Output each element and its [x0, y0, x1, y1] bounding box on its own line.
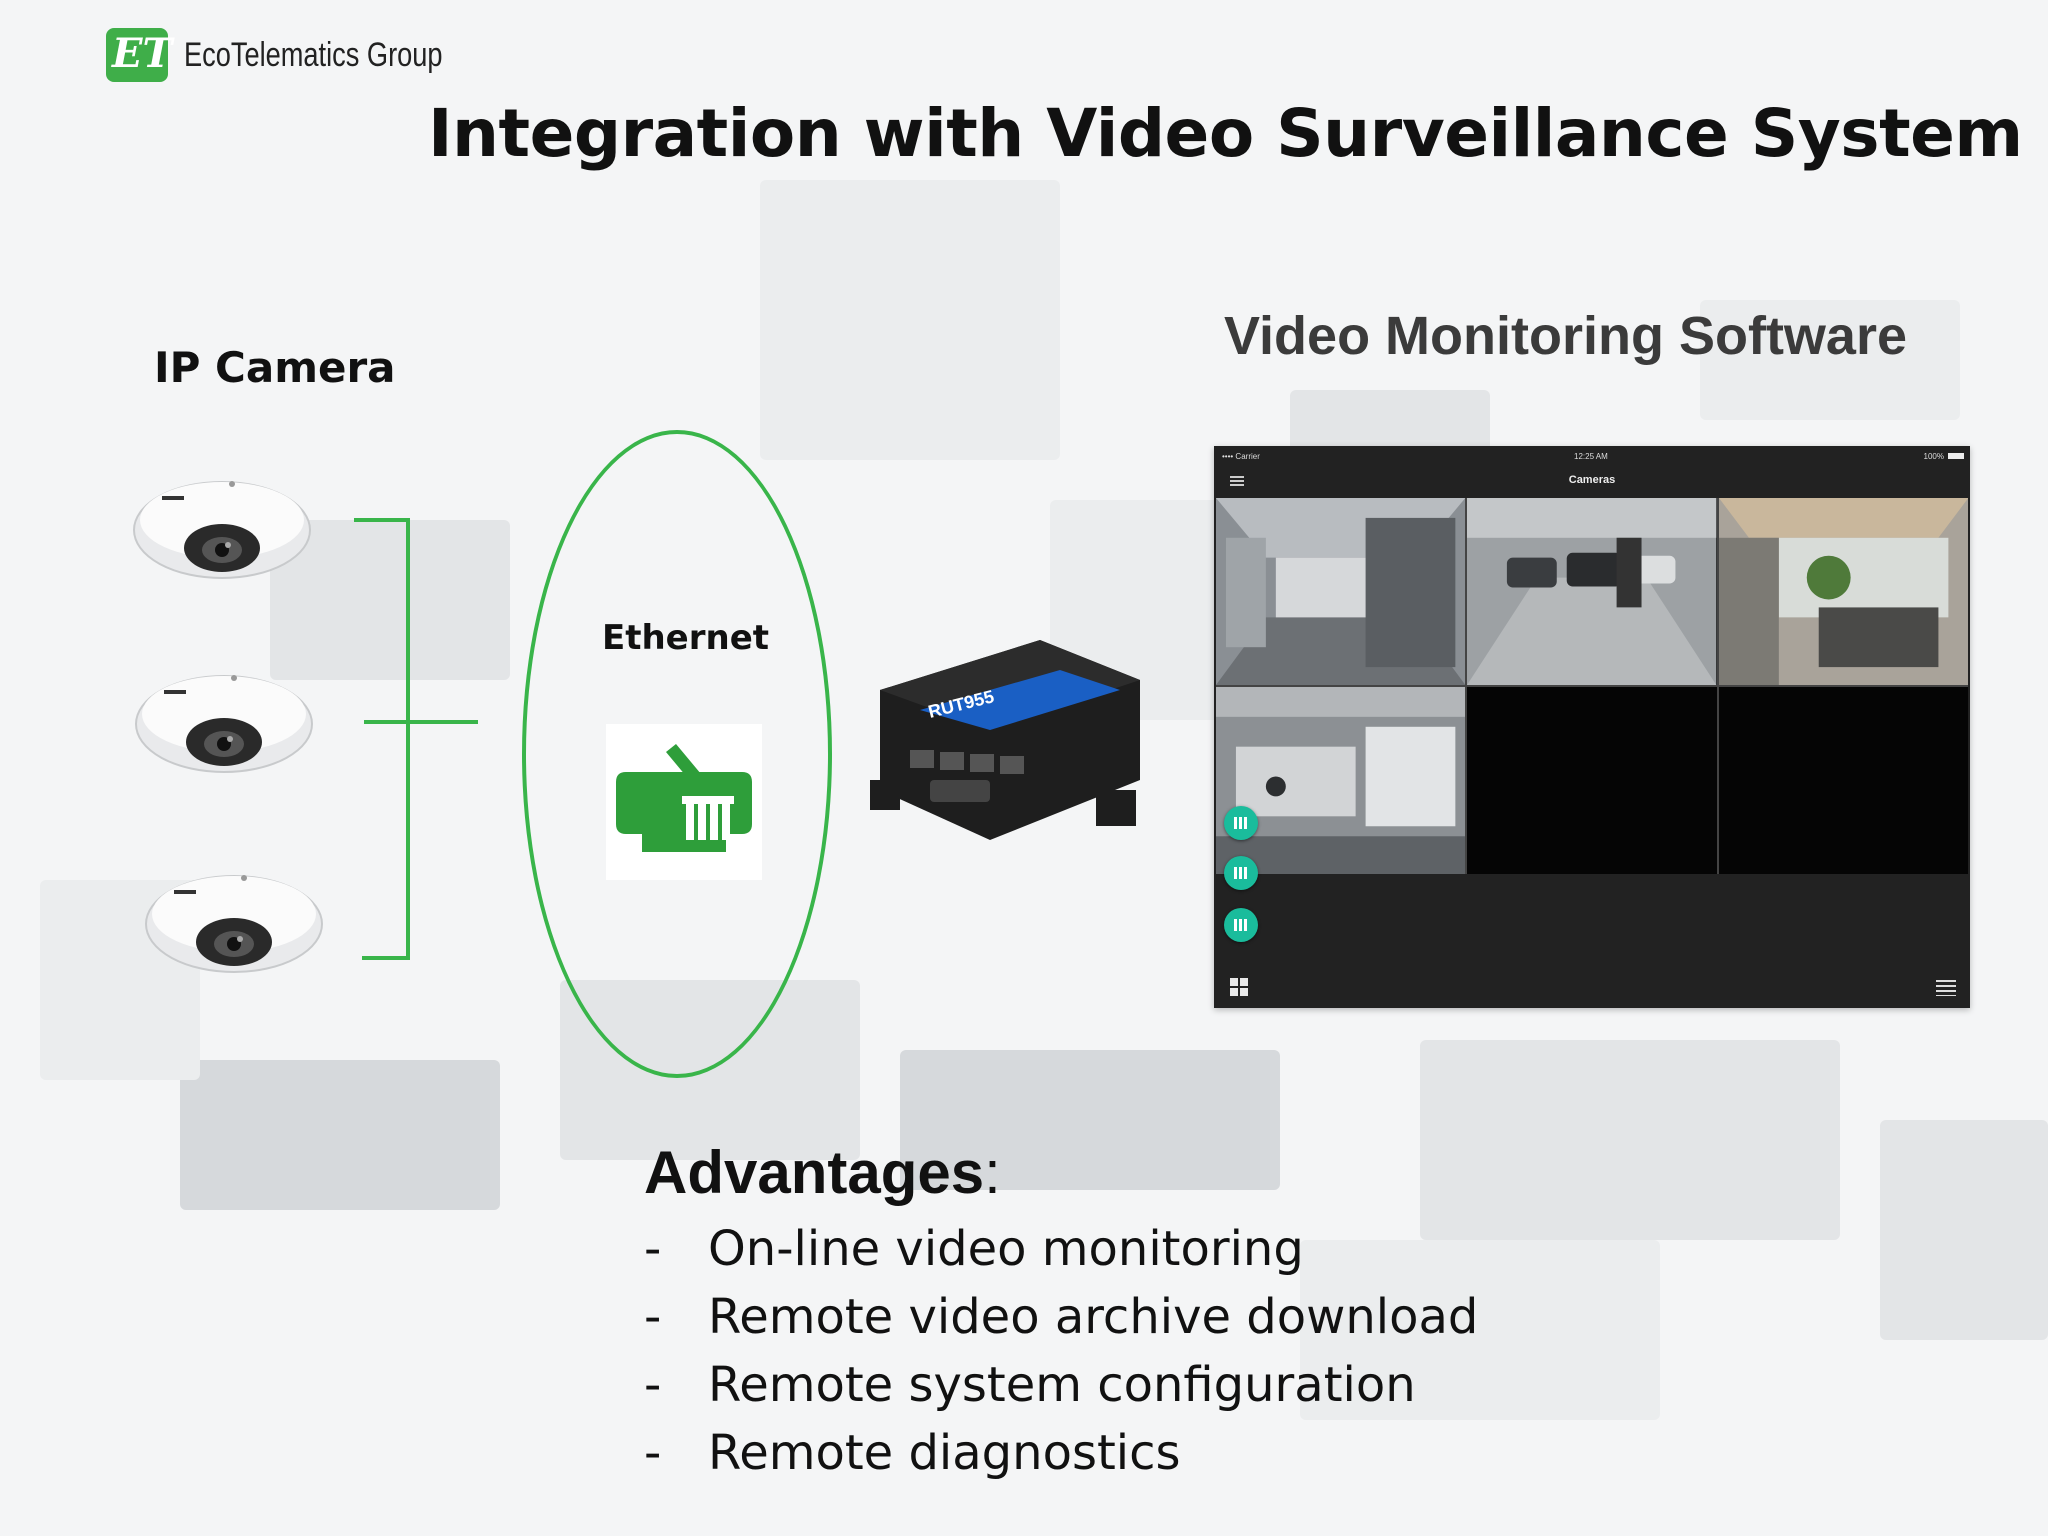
advantages-title: Advantages: — [644, 1138, 1478, 1207]
advantages-section: Advantages: -On-line video monitoring -R… — [644, 1138, 1478, 1487]
layout-3x3-button[interactable] — [1224, 908, 1258, 942]
ethernet-label: Ethernet — [602, 618, 770, 658]
list-item-text: Remote video archive download — [708, 1289, 1479, 1345]
list-item-text: Remote diagnostics — [708, 1425, 1181, 1481]
list-dash: - — [644, 1425, 662, 1481]
camera-icon — [133, 481, 311, 579]
layout-icon — [1234, 919, 1248, 931]
camera-icon — [135, 675, 313, 773]
list-item: -Remote diagnostics — [644, 1419, 1478, 1487]
list-item-text: Remote system configuration — [708, 1357, 1416, 1413]
camera-feed-parking[interactable] — [1467, 498, 1717, 685]
camera-icon — [145, 875, 323, 973]
layout-1x1-button[interactable] — [1224, 806, 1258, 840]
router-icon: RUT955 — [870, 640, 1140, 840]
list-dash: - — [644, 1357, 662, 1413]
cameras-title: Cameras — [1568, 474, 1616, 486]
logo-text: EcoTelematics Group — [184, 35, 443, 74]
layout-icon — [1234, 867, 1248, 879]
tablet-status-bar: •••• Carrier 12:25 AM 100% — [1214, 446, 1970, 466]
camera-feed-empty[interactable] — [1718, 687, 1968, 874]
logo-mark-text: ET — [112, 30, 173, 77]
grid-view-icon[interactable] — [1230, 978, 1248, 996]
ethernet-icon-tile — [606, 724, 762, 880]
hamburger-menu-icon[interactable] — [1230, 476, 1244, 486]
layout-icon — [1234, 817, 1248, 829]
advantages-title-text: Advantages — [644, 1139, 985, 1206]
video-monitoring-tablet: •••• Carrier 12:25 AM 100% Cameras — [1214, 446, 1970, 1008]
list-item: -On-line video monitoring — [644, 1215, 1478, 1283]
camera-connector-bracket — [354, 518, 478, 960]
camera-list-icon[interactable] — [1936, 980, 1956, 996]
advantages-list: -On-line video monitoring -Remote video … — [644, 1215, 1478, 1487]
company-logo: ET EcoTelematics Group — [106, 28, 507, 82]
tablet-app-bar: Cameras — [1214, 466, 1970, 496]
video-software-label: Video Monitoring Software — [1224, 306, 1908, 366]
ip-camera-label: IP Camera — [154, 343, 396, 392]
list-item-text: On-line video monitoring — [708, 1221, 1304, 1277]
list-item: -Remote system configuration — [644, 1351, 1478, 1419]
list-dash: - — [644, 1289, 662, 1345]
status-time: 12:25 AM — [1574, 452, 1608, 461]
list-item: -Remote video archive download — [644, 1283, 1478, 1351]
battery-icon — [1948, 453, 1964, 459]
battery-text: 100% — [1923, 452, 1944, 461]
camera-feed-empty[interactable] — [1467, 687, 1717, 874]
camera-feed-lobby[interactable] — [1216, 498, 1466, 685]
layout-2x2-button[interactable] — [1224, 856, 1258, 890]
ethernet-icon — [616, 732, 752, 852]
page-title: Integration with Video Surveillance Syst… — [428, 95, 2023, 172]
logo-mark-icon: ET — [106, 28, 172, 82]
list-dash: - — [644, 1221, 662, 1277]
carrier-text: •••• Carrier — [1222, 452, 1260, 461]
camera-feed-workspace[interactable] — [1216, 687, 1466, 874]
advantages-colon: : — [984, 1139, 1001, 1206]
camera-feed-office[interactable] — [1718, 498, 1968, 685]
camera-feed-grid — [1216, 498, 1968, 874]
ethernet-ellipse — [522, 430, 832, 1078]
